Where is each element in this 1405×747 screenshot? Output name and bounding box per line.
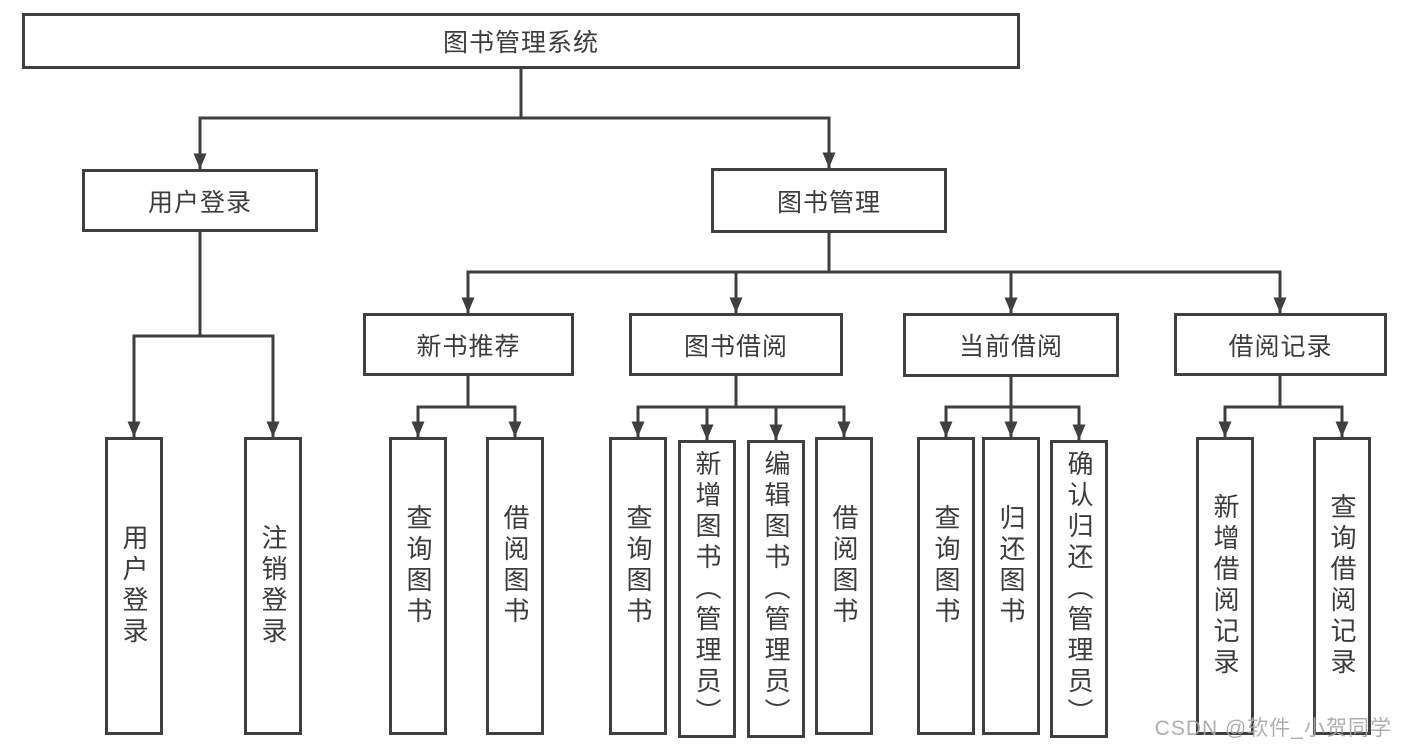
connector-current-to-leaves xyxy=(944,375,1081,409)
leaf-add-book-admin-label: 新增图书（管理员） xyxy=(692,449,722,729)
leaf-confirm-return-admin-label: 确认归还（管理员） xyxy=(1064,449,1094,729)
node-current-borrow: 当前借阅 xyxy=(903,313,1119,377)
node-book-management-label: 图书管理 xyxy=(776,188,881,217)
leaf-return-books: 归还图书 xyxy=(982,437,1040,735)
leaf-add-book-admin: 新增图书（管理员） xyxy=(678,440,736,738)
leaf-query-books-current: 查询图书 xyxy=(917,437,975,735)
connector-newbooks-to-leaves xyxy=(416,374,517,409)
node-user-login: 用户登录 xyxy=(82,169,318,232)
node-book-borrow-label: 图书借阅 xyxy=(683,332,788,361)
node-user-login-label: 用户登录 xyxy=(147,188,252,217)
leaf-logout-label: 注销登录 xyxy=(258,524,288,648)
connector-userlogin-to-leaves xyxy=(132,230,275,338)
leaf-edit-book-admin: 编辑图书（管理员） xyxy=(747,440,805,738)
node-root-label: 图书管理系统 xyxy=(442,29,599,57)
leaf-return-books-label: 归还图书 xyxy=(996,504,1026,628)
leaf-user-login: 用户登录 xyxy=(105,437,163,735)
connector-root-to-level2 xyxy=(198,67,831,120)
connector-borrowing-to-leaves xyxy=(636,374,846,409)
leaf-query-borrow-record-label: 查询借阅记录 xyxy=(1327,493,1357,679)
node-book-borrow: 图书借阅 xyxy=(629,313,843,376)
node-book-management: 图书管理 xyxy=(711,168,947,233)
node-new-book-recommend-label: 新书推荐 xyxy=(416,332,521,361)
leaf-borrow-books-newbooks-label: 借阅图书 xyxy=(500,504,530,628)
node-current-borrow-label: 当前借阅 xyxy=(958,333,1063,361)
connector-records-to-leaves xyxy=(1223,374,1344,409)
leaf-query-books-borrowing-label: 查询图书 xyxy=(623,504,653,628)
leaf-query-books-newbooks-label: 查询图书 xyxy=(403,504,433,628)
node-new-book-recommend: 新书推荐 xyxy=(363,313,574,376)
connector-bookmgmt-to-level3 xyxy=(466,231,1282,274)
leaf-query-borrow-record: 查询借阅记录 xyxy=(1313,437,1371,735)
leaf-logout: 注销登录 xyxy=(244,437,302,735)
leaf-user-login-label: 用户登录 xyxy=(119,524,149,648)
leaf-confirm-return-admin: 确认归还（管理员） xyxy=(1050,440,1108,738)
leaf-edit-book-admin-label: 编辑图书（管理员） xyxy=(761,449,791,729)
leaf-query-books-newbooks: 查询图书 xyxy=(389,437,447,735)
watermark: CSDN @软件_小贺同学 xyxy=(1154,717,1392,740)
leaf-add-borrow-record: 新增借阅记录 xyxy=(1196,437,1254,735)
leaf-borrow-books-newbooks: 借阅图书 xyxy=(486,437,544,735)
leaf-add-borrow-record-label: 新增借阅记录 xyxy=(1210,493,1240,679)
leaf-query-books-borrowing: 查询图书 xyxy=(609,437,667,735)
node-root: 图书管理系统 xyxy=(22,13,1020,69)
leaf-query-books-current-label: 查询图书 xyxy=(931,504,961,628)
node-borrow-records-label: 借阅记录 xyxy=(1228,332,1333,361)
leaf-borrow-books-borrowing-label: 借阅图书 xyxy=(829,504,859,628)
leaf-borrow-books-borrowing: 借阅图书 xyxy=(815,437,873,735)
node-borrow-records: 借阅记录 xyxy=(1174,313,1387,376)
